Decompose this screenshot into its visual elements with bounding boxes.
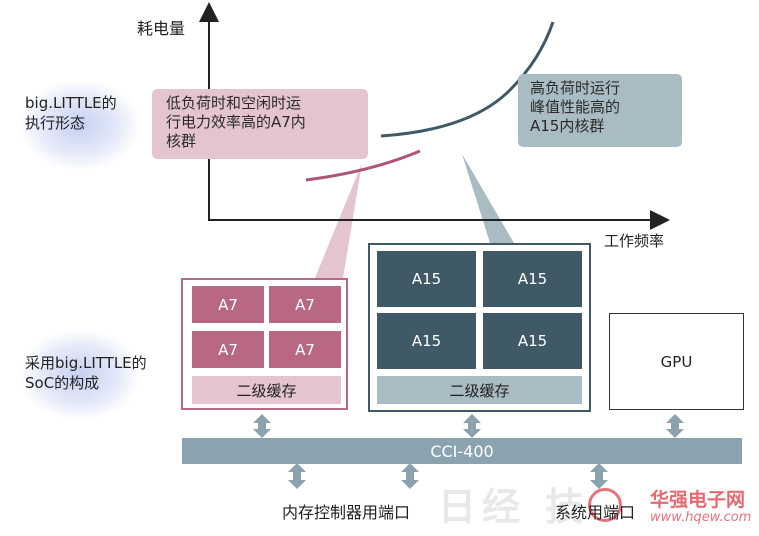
a15-cluster — [368, 243, 591, 412]
a7-cluster — [181, 278, 348, 410]
a7-core-1: A7 — [192, 286, 264, 323]
a15-core-3: A15 — [377, 313, 476, 369]
arrow-cci-memory-port-2 — [401, 463, 419, 489]
a15-l2-cache: 二级缓存 — [377, 376, 582, 404]
a15-core-2: A15 — [483, 251, 582, 307]
watermark-right: 华强电子网 — [650, 489, 746, 511]
watermark-logo-icon — [588, 488, 622, 522]
big-little-form-label: big.LITTLE的 执行形态 — [25, 94, 117, 132]
arrow-a15-cci — [463, 414, 481, 438]
x-axis-label: 工作频率 — [604, 232, 665, 250]
arrow-gpu-cci — [666, 414, 684, 438]
a7-power-curve — [305, 149, 421, 182]
watermark-url: www.hqew.com — [650, 510, 752, 525]
arrow-cci-system-port — [590, 463, 608, 489]
memory-controller-port-label: 内存控制器用端口 — [282, 503, 411, 522]
a15-core-4: A15 — [483, 313, 582, 369]
watermark-left: 日经 技 — [438, 485, 590, 529]
a15-callout: 高负荷时运行 峰值性能高的 A15内核群 — [518, 74, 682, 147]
y-axis-label: 耗电量 — [137, 19, 186, 38]
soc-structure-label: 采用big.LITTLE的 SoC的构成 — [25, 354, 147, 392]
system-port-label: 系统用端口 — [555, 503, 636, 522]
a7-callout: 低负荷时和空闲时运 行电力效率高的A7内 核群 — [152, 89, 368, 159]
arrow-cci-memory-port-1 — [288, 463, 306, 489]
gpu-block: GPU — [609, 313, 744, 410]
a7-core-3: A7 — [192, 331, 264, 368]
cci-400-bus: CCI-400 — [182, 438, 742, 464]
glow-soc — [20, 330, 140, 420]
a7-core-4: A7 — [269, 331, 341, 368]
a15-projection-wedge — [462, 154, 514, 243]
a15-core-1: A15 — [377, 251, 476, 307]
arrow-a7-cci — [253, 414, 271, 438]
a7-l2-cache: 二级缓存 — [192, 376, 341, 404]
glow-form — [20, 80, 140, 170]
a7-core-2: A7 — [269, 286, 341, 323]
a15-power-curve — [380, 21, 555, 138]
